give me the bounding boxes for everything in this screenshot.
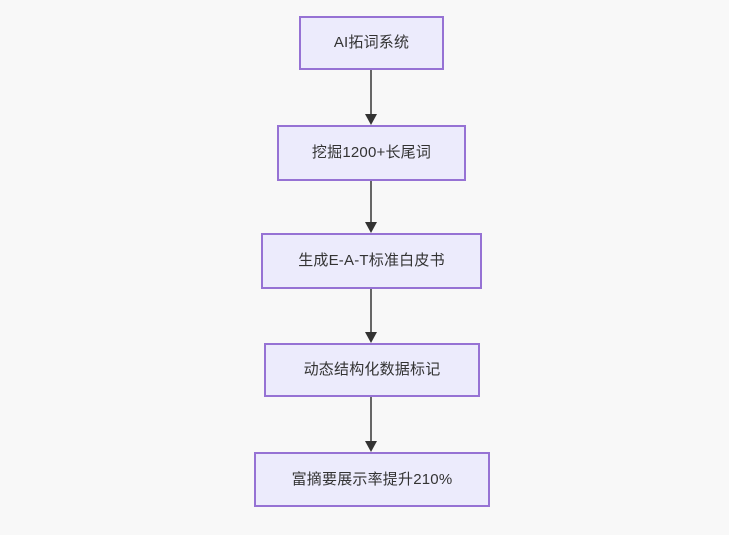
- edge-n4-n5: [361, 397, 381, 452]
- flowchart-node-ai-keyword-system[interactable]: AI拓词系统: [299, 16, 444, 70]
- flowchart-node-dynamic-structured-data-markup[interactable]: 动态结构化数据标记: [264, 343, 480, 397]
- node-label: 富摘要展示率提升210%: [291, 470, 453, 488]
- node-label: 生成E-A-T标准白皮书: [298, 252, 445, 269]
- flowchart-node-mine-longtail-keywords[interactable]: 挖掘1200+长尾词: [277, 125, 466, 181]
- flowchart-node-rich-snippet-impression-uplift[interactable]: 富摘要展示率提升210%: [254, 452, 490, 507]
- edge-n3-n4: [361, 289, 381, 343]
- node-label: 动态结构化数据标记: [303, 361, 441, 378]
- node-label: AI拓词系统: [333, 34, 410, 51]
- node-label: 挖掘1200+长尾词: [311, 144, 432, 161]
- flowchart-node-generate-eat-whitepaper[interactable]: 生成E-A-T标准白皮书: [261, 233, 482, 289]
- edge-n1-n2: [361, 70, 381, 125]
- edge-n2-n3: [361, 181, 381, 233]
